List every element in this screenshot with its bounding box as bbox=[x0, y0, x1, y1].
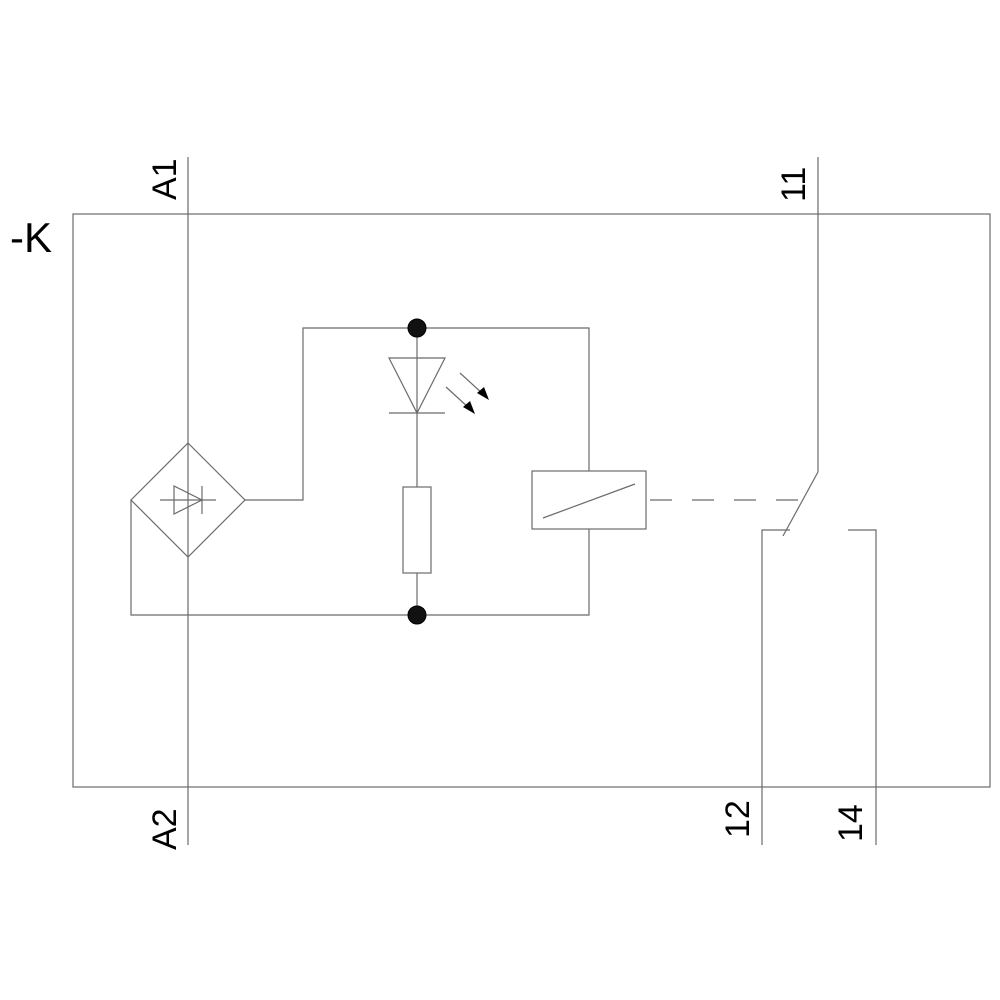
series-resistor bbox=[402, 486, 432, 574]
led-arrow-1 bbox=[459, 372, 484, 395]
indicator-led bbox=[388, 357, 489, 415]
rectifier-diamond bbox=[130, 442, 246, 558]
terminal-label-a2: A2 bbox=[146, 808, 184, 850]
junction-bottom bbox=[407, 605, 427, 625]
terminal-label-14: 14 bbox=[832, 804, 870, 842]
rectifier-diode-triangle bbox=[173, 485, 204, 515]
wire-rectifier-minus bbox=[130, 500, 590, 616]
wire-rectifier-plus bbox=[245, 327, 590, 501]
terminal-label-11: 11 bbox=[775, 167, 813, 202]
changeover-contact bbox=[761, 157, 877, 845]
coil-diagonal bbox=[542, 483, 636, 519]
contact-blade bbox=[782, 471, 819, 537]
coil-box bbox=[531, 470, 647, 530]
contact-no-14 bbox=[848, 529, 877, 845]
terminal-label-a1: A1 bbox=[146, 158, 184, 200]
led-arrowhead-2 bbox=[463, 401, 475, 414]
bridge-rectifier bbox=[130, 442, 246, 558]
led-arrowhead-1 bbox=[477, 387, 489, 400]
led-arrow-2 bbox=[445, 386, 470, 409]
device-enclosure bbox=[72, 213, 991, 788]
junction-top bbox=[407, 318, 427, 338]
relay-coil bbox=[531, 470, 647, 530]
contact-nc-12 bbox=[761, 529, 790, 845]
terminal-label-12: 12 bbox=[719, 800, 757, 838]
device-designator: -K bbox=[10, 214, 52, 261]
